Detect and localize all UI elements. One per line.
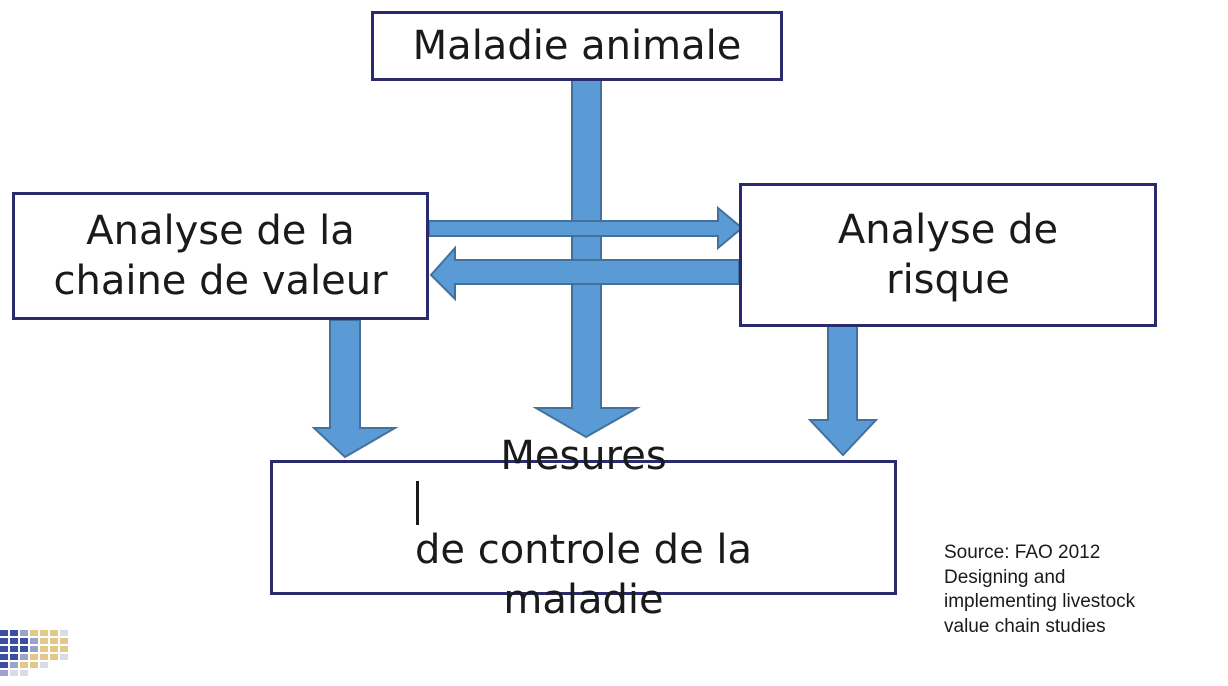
- grid-logo-icon: [0, 624, 72, 680]
- arrow-maladie-to-mesures: [532, 79, 641, 439]
- node-analyse-risque: Analyse de risque: [739, 183, 1157, 327]
- source-line2: Designing and: [944, 566, 1066, 588]
- arrow-risque-to-chaine: [429, 245, 740, 302]
- node-analyse-chaine-line2: chaine de valeur: [53, 258, 388, 304]
- source-citation: Source: FAO 2012 Designing and implement…: [944, 541, 1224, 640]
- node-maladie-animale-label: Maladie animale: [412, 23, 742, 69]
- arrow-chaine-to-mesures: [311, 319, 399, 459]
- source-line3: implementing livestock: [944, 591, 1136, 613]
- node-analyse-chaine-line1: Analyse de la: [86, 208, 355, 254]
- node-mesures-line1-b: de controle de la: [414, 526, 753, 573]
- source-line4: value chain studies: [944, 616, 1106, 638]
- arrow-risque-to-mesures: [807, 317, 879, 457]
- node-analyse-risque-line1: Analyse de: [837, 207, 1059, 253]
- node-mesures-line2: maladie: [503, 576, 664, 623]
- grid-logo-graphic: [0, 624, 72, 680]
- node-maladie-animale: Maladie animale: [371, 11, 783, 81]
- text-caret: [415, 480, 419, 525]
- node-mesures-line1: Mesures de controle de la: [415, 431, 752, 575]
- node-mesures-controle: Mesures de controle de la maladie: [270, 433, 897, 623]
- node-analyse-chaine-valeur: Analyse de la chaine de valeur: [12, 192, 429, 320]
- source-line1: Source: FAO 2012: [944, 542, 1101, 563]
- node-mesures-line1-a: Mesures: [500, 432, 667, 479]
- node-analyse-risque-line2: risque: [886, 257, 1010, 303]
- arrow-chaine-to-risque: [428, 205, 744, 251]
